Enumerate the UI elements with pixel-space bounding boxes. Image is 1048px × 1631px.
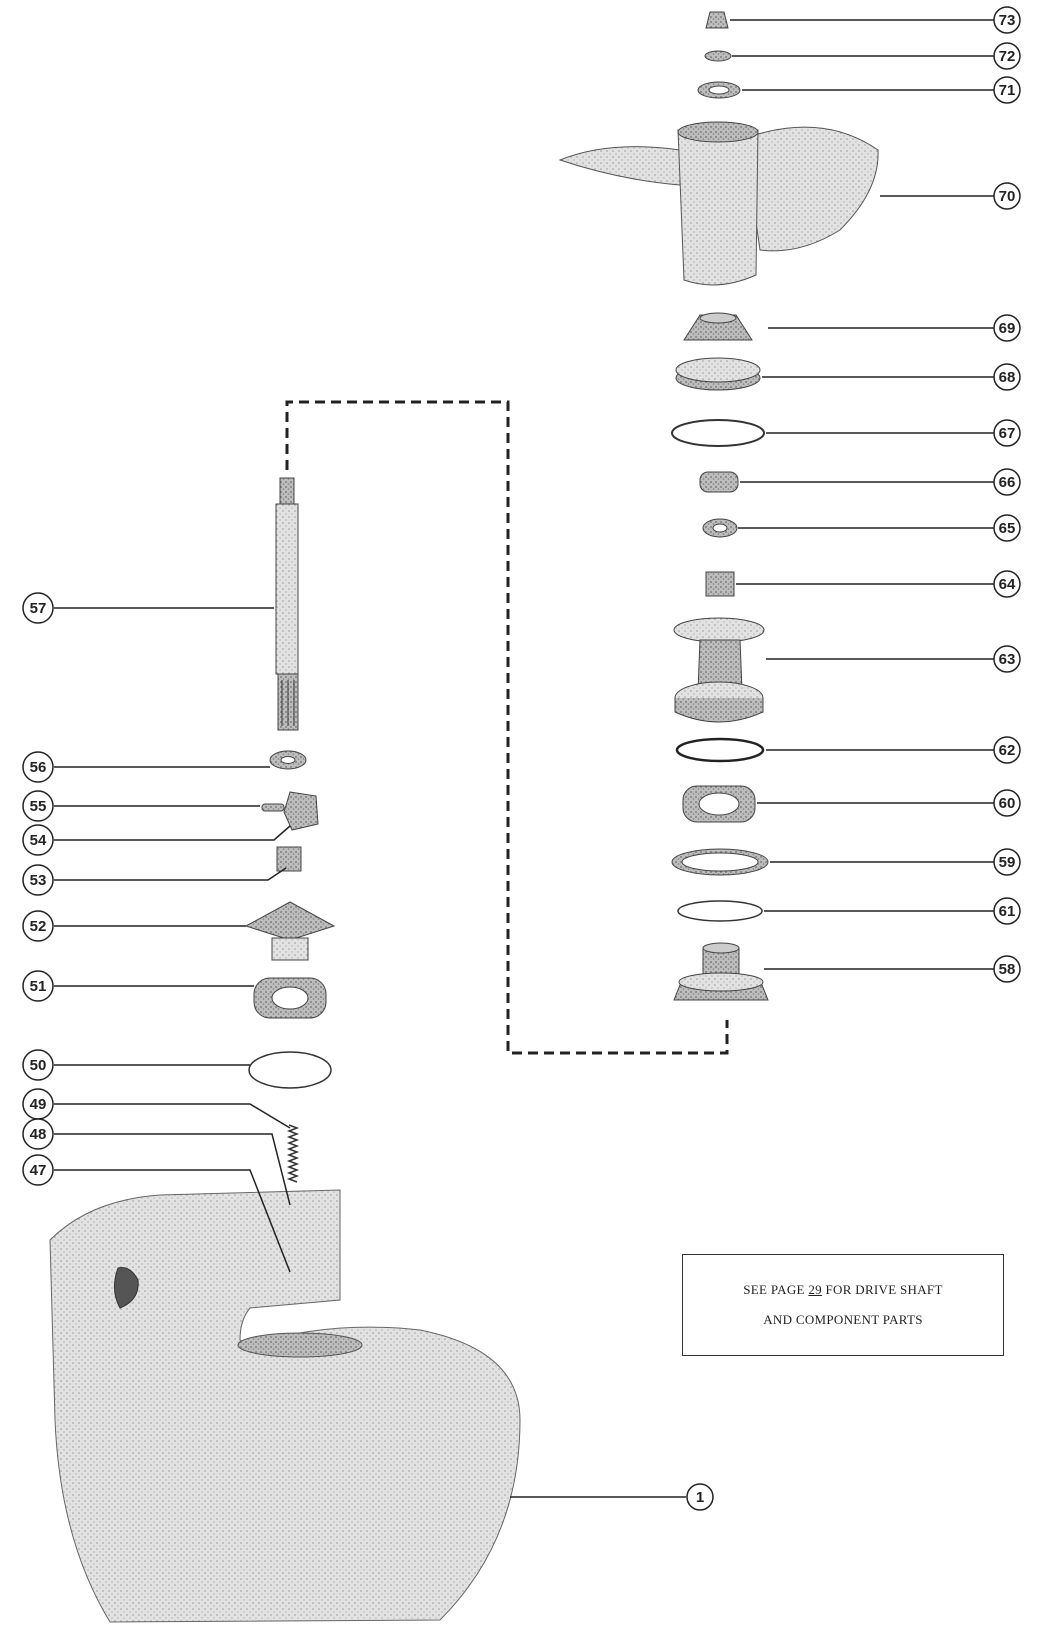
- callout-71: 71: [993, 76, 1021, 104]
- callout-61: 61: [993, 897, 1021, 925]
- part-58-reverse-gear: [673, 942, 769, 1001]
- svg-text:53: 53: [30, 872, 47, 889]
- callout-64: 64: [993, 570, 1021, 598]
- svg-text:52: 52: [30, 918, 47, 935]
- part-73-nut: [705, 11, 729, 29]
- part-57-propeller-shaft: [275, 477, 299, 731]
- note-line-1: SEE PAGE 29 FOR DRIVE SHAFT: [743, 1282, 942, 1298]
- callout-49: 49: [22, 1088, 54, 1120]
- part-61-thrust-ring: [677, 900, 763, 922]
- callout-59: 59: [993, 848, 1021, 876]
- part-72-washer: [704, 50, 732, 62]
- callout-63: 63: [993, 645, 1021, 673]
- svg-text:58: 58: [999, 961, 1016, 978]
- svg-text:63: 63: [999, 651, 1016, 668]
- part-49-spring: [286, 1124, 300, 1183]
- svg-text:51: 51: [30, 978, 47, 995]
- svg-text:59: 59: [999, 854, 1016, 871]
- svg-text:65: 65: [999, 520, 1016, 537]
- note-suffix: FOR DRIVE SHAFT: [821, 1282, 943, 1297]
- callout-51: 51: [22, 970, 54, 1002]
- part-51-ball-bearing: [253, 977, 327, 1019]
- svg-text:1: 1: [696, 1489, 704, 1506]
- part-55-cross-pin: [261, 803, 285, 812]
- part-54-clutch: [283, 791, 319, 831]
- part-52-forward-gear: [244, 901, 336, 961]
- part-63-bearing-carrier: [673, 617, 765, 723]
- svg-text:68: 68: [999, 369, 1016, 386]
- callout-56: 56: [22, 751, 54, 783]
- callout-60: 60: [993, 789, 1021, 817]
- svg-text:48: 48: [30, 1126, 47, 1143]
- svg-text:69: 69: [999, 320, 1016, 337]
- svg-text:62: 62: [999, 742, 1016, 759]
- part-64-needle-bearing: [705, 571, 735, 597]
- callout-58: 58: [993, 955, 1021, 983]
- svg-text:61: 61: [999, 903, 1016, 920]
- note-page-number-link: 29: [808, 1282, 822, 1297]
- drive-shaft-reference-note: SEE PAGE 29 FOR DRIVE SHAFT AND COMPONEN…: [682, 1254, 1004, 1356]
- callout-48: 48: [22, 1118, 54, 1150]
- callout-52: 52: [22, 910, 54, 942]
- callout-73: 73: [993, 6, 1021, 34]
- note-prefix: SEE PAGE: [743, 1282, 809, 1297]
- callout-72: 72: [993, 42, 1021, 70]
- svg-text:47: 47: [30, 1162, 47, 1179]
- svg-text:60: 60: [999, 795, 1016, 812]
- callout-55: 55: [22, 790, 54, 822]
- leader-lines: [54, 19, 994, 1498]
- part-1-gear-housing: [49, 1189, 521, 1623]
- part-56-retainer: [269, 750, 307, 770]
- callout-67: 67: [993, 419, 1021, 447]
- part-62-o-ring: [675, 737, 765, 763]
- part-65-seal: [702, 518, 738, 538]
- callout-65: 65: [993, 514, 1021, 542]
- note-line-2: AND COMPONENT PARTS: [763, 1312, 923, 1327]
- svg-text:72: 72: [999, 48, 1016, 65]
- svg-text:55: 55: [30, 798, 47, 815]
- part-50-o-ring: [248, 1051, 332, 1089]
- svg-text:50: 50: [30, 1057, 47, 1074]
- callout-1: 1: [686, 1483, 714, 1511]
- callout-66: 66: [993, 468, 1021, 496]
- svg-text:70: 70: [999, 188, 1016, 205]
- part-69-thrust-hub: [683, 312, 753, 341]
- svg-text:57: 57: [30, 600, 47, 617]
- part-70-propeller: [558, 121, 879, 286]
- part-67-o-ring: [671, 419, 765, 447]
- shaft-assembly-dashed-bracket: [285, 400, 729, 1055]
- callout-70: 70: [993, 182, 1021, 210]
- svg-text:49: 49: [30, 1096, 47, 1113]
- callout-69: 69: [993, 314, 1021, 342]
- svg-text:64: 64: [999, 576, 1016, 593]
- callout-62: 62: [993, 736, 1021, 764]
- callout-54: 54: [22, 824, 54, 856]
- svg-text:71: 71: [999, 82, 1016, 99]
- svg-text:54: 54: [30, 832, 47, 849]
- callout-50: 50: [22, 1049, 54, 1081]
- callout-57: 57: [22, 592, 54, 624]
- svg-text:67: 67: [999, 425, 1016, 442]
- callout-68: 68: [993, 363, 1021, 391]
- part-68-bearing-carrier-retainer: [675, 357, 761, 391]
- part-66-seal: [699, 471, 739, 493]
- part-53-needle-bearing: [276, 846, 302, 872]
- svg-text:56: 56: [30, 759, 47, 776]
- part-71-spacer: [697, 81, 741, 99]
- callout-53: 53: [22, 864, 54, 896]
- part-60-ball-bearing: [682, 785, 756, 823]
- svg-text:66: 66: [999, 474, 1016, 491]
- part-59-thrust-washer: [671, 848, 769, 876]
- svg-text:73: 73: [999, 12, 1016, 29]
- callout-47: 47: [22, 1154, 54, 1186]
